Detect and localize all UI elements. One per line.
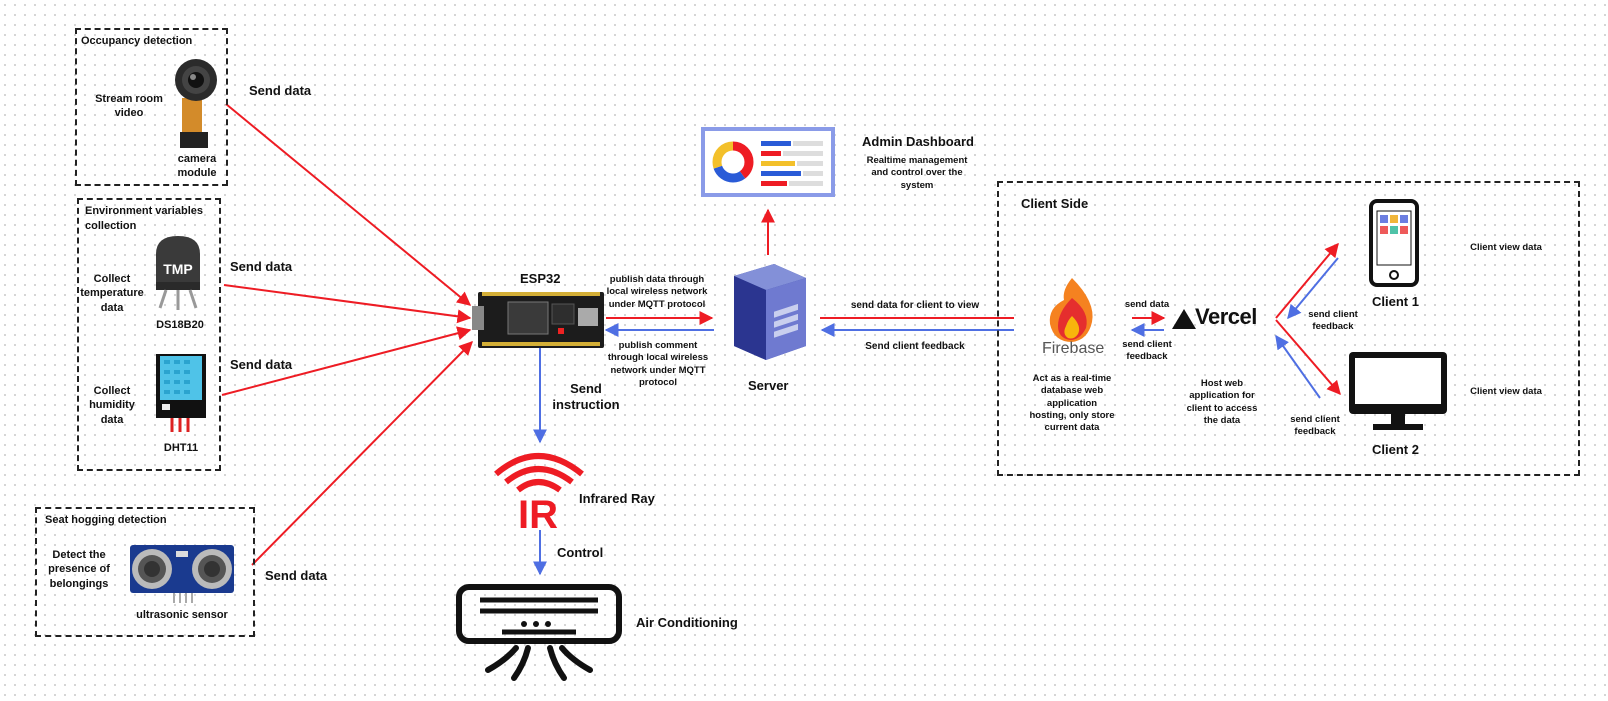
client1-view-label: Client view data xyxy=(1470,242,1542,253)
temp-desc: Collect temperature data xyxy=(80,273,144,314)
client-side-box xyxy=(997,181,1580,476)
seat-box xyxy=(35,507,255,637)
seat-desc: Detect the presence of belongings xyxy=(48,549,110,590)
arrow-ultrasonic-to-esp32 xyxy=(251,341,473,566)
arrow-vercel-to-client1 xyxy=(1275,242,1339,319)
vercel-name: Vercel xyxy=(1195,304,1257,329)
ac-label: Air Conditioning xyxy=(636,615,738,630)
humidity-desc: Collect humidity data xyxy=(89,385,135,426)
firebase-vercel-send-label: send data xyxy=(1124,299,1170,310)
server-send-client-label: send data for client to view xyxy=(850,300,980,311)
vercel-firebase-feedback-label: send client feedback xyxy=(1122,339,1172,363)
temp-send-label: Send data xyxy=(230,259,293,274)
vercel-logo-icon xyxy=(1172,309,1196,329)
seat-title: Seat hogging detection xyxy=(45,514,167,526)
occupancy-box xyxy=(75,28,228,186)
temperature-sensor-icon: TMP xyxy=(156,236,200,310)
client1-label: Client 1 xyxy=(1372,294,1419,309)
server-feedback-label: Send client feedback xyxy=(865,341,965,352)
client2-label: Client 2 xyxy=(1372,442,1419,457)
server-icon xyxy=(734,264,806,360)
admin-title: Admin Dashboard xyxy=(862,134,974,149)
environment-box xyxy=(77,198,221,471)
admin-desc: Realtime management and control over the… xyxy=(866,155,968,191)
server-label: Server xyxy=(748,378,789,393)
esp32-comment-label: publish comment through local wireless n… xyxy=(607,340,709,389)
occupancy-send-label: Send data xyxy=(249,83,312,98)
firebase-icon xyxy=(1049,278,1093,342)
ir-logo-text: IR xyxy=(518,493,558,537)
camera-module-label: camera module xyxy=(177,153,217,180)
occupancy-desc: Stream room video xyxy=(95,93,163,120)
esp32-publish-label: publish data through local wireless netw… xyxy=(606,274,708,310)
esp32-board-icon xyxy=(472,292,604,348)
temp-device-label: DS18B20 xyxy=(156,319,204,331)
dashboard-icon xyxy=(701,127,835,197)
arrow-client2-to-vercel xyxy=(1275,334,1321,399)
ultrasonic-sensor-icon xyxy=(130,545,234,603)
arrow-camera-to-esp32 xyxy=(225,103,472,306)
firebase-desc: Act as a real-time database web applicat… xyxy=(1029,373,1115,434)
esp32-title: ESP32 xyxy=(520,271,561,286)
firebase-name: Firebase xyxy=(1042,340,1105,357)
ultrasonic-label: ultrasonic sensor xyxy=(136,609,228,621)
client2-view-label: Client view data xyxy=(1470,386,1542,397)
arrow-temp-to-esp32 xyxy=(223,284,472,324)
ir-control-label: Control xyxy=(557,545,604,560)
tmp-chip-text: TMP xyxy=(163,261,193,277)
client-side-title: Client Side xyxy=(1021,196,1089,211)
desktop-monitor-icon xyxy=(1349,352,1447,430)
client1-feedback-label: send client feedback xyxy=(1308,309,1358,333)
client2-feedback-label: send client feedback xyxy=(1290,414,1340,438)
humidity-device-label: DHT11 xyxy=(163,442,199,454)
ir-label: Infrared Ray xyxy=(579,491,655,506)
infrared-ray-icon: IR xyxy=(494,453,584,537)
humidity-sensor-icon xyxy=(156,354,206,432)
arrow-humidity-to-esp32 xyxy=(221,326,472,396)
occupancy-title: Occupancy detection xyxy=(81,35,193,47)
esp32-instruction-label: Send instruction xyxy=(552,381,620,413)
vercel-desc: Host web application for client to acces… xyxy=(1186,378,1258,427)
seat-send-label: Send data xyxy=(265,568,328,583)
air-conditioner-icon xyxy=(456,584,622,681)
smartphone-icon xyxy=(1369,199,1419,287)
arrow-vercel-to-client2 xyxy=(1275,319,1341,396)
camera-module-icon xyxy=(175,59,217,148)
arrow-client1-to-vercel xyxy=(1287,257,1339,320)
humidity-send-label: Send data xyxy=(230,357,293,372)
environment-title: Environment variables collection xyxy=(85,205,203,232)
